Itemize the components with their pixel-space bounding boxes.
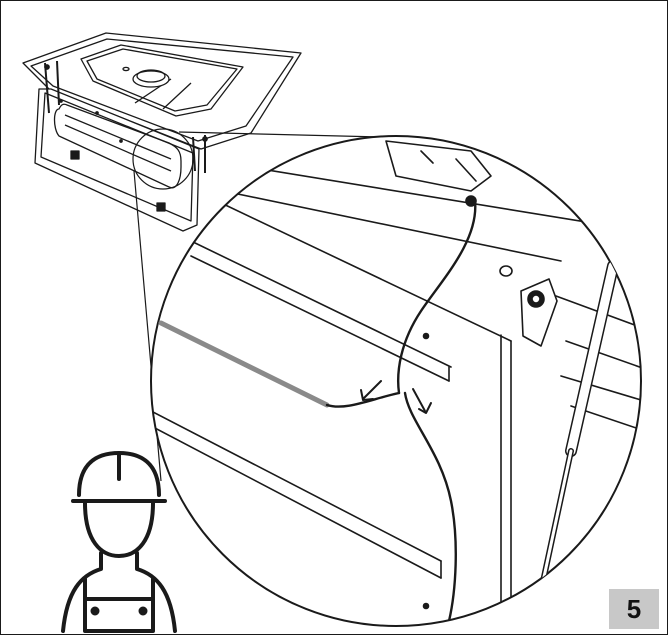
installer-technician-icon xyxy=(61,451,177,633)
wire-routing-detail-icon xyxy=(150,135,642,627)
cooker-hood-underside-icon xyxy=(22,32,302,232)
step-number-badge: 5 xyxy=(626,593,642,624)
step-badge-background xyxy=(609,589,659,629)
